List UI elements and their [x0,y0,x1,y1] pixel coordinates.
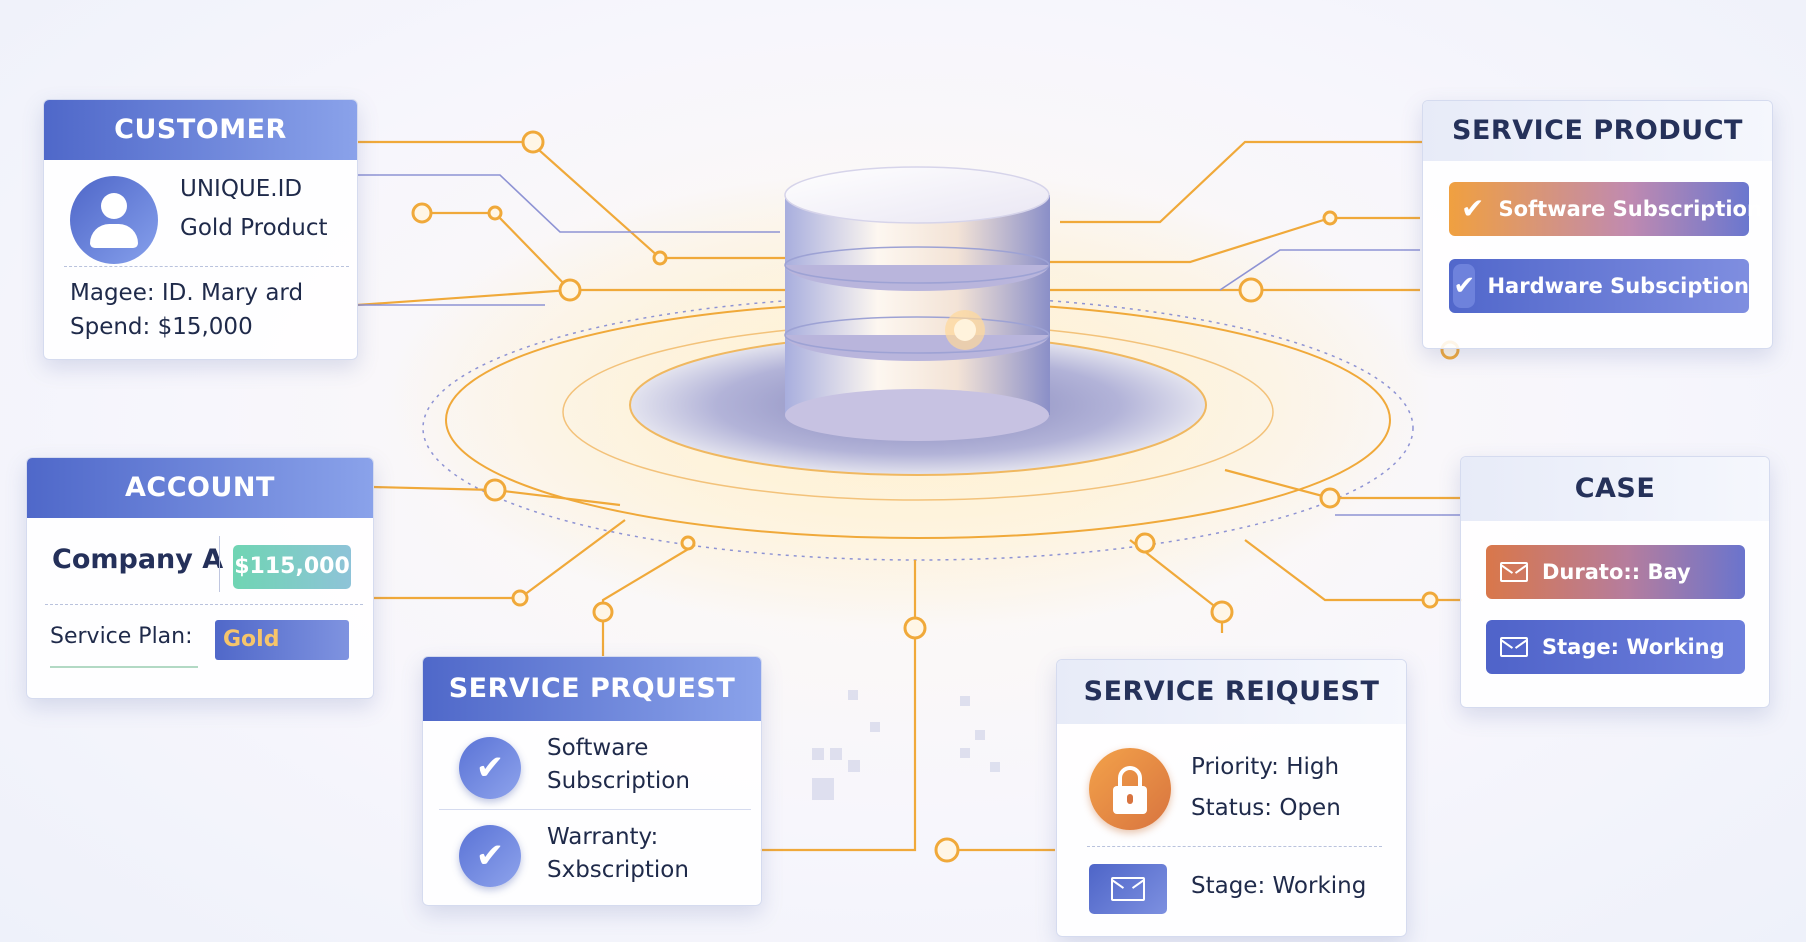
prquest-item-2-line-2: Sxbscription [547,857,689,883]
case-card[interactable]: CASE Durato:: Bay Stage: Working [1460,456,1770,708]
request-status: Status: Open [1191,795,1341,821]
hardware-subscription-label: Hardware Subsciption [1487,274,1749,298]
service-prquest-card[interactable]: SERVICE PRQUEST ✔ Software Subscription … [422,656,762,906]
service-plan-value: Gold [215,620,349,660]
account-divider [45,604,363,605]
customer-manager: Magee: ID. Mary ard [70,280,303,306]
case-title: CASE [1461,457,1769,521]
user-avatar-icon [70,176,158,264]
envelope-icon [1111,877,1145,901]
check-circle-icon: ✔ [459,825,521,887]
prquest-item-1-line-1: Software [547,735,648,761]
account-divider-vertical [219,536,220,592]
envelope-icon [1500,562,1528,582]
plan-underline [50,666,198,668]
lock-icon [1089,748,1171,830]
service-request-card[interactable]: SERVICE REIQUEST Priority: High Status: … [1056,659,1407,937]
customer-divider [64,266,349,267]
account-card[interactable]: ACCOUNT Company A $115,000 Service Plan:… [26,457,374,699]
hardware-subscription-pill[interactable]: ✔ Hardware Subsciption [1449,259,1749,313]
service-request-title: SERVICE REIQUEST [1057,660,1406,724]
customer-spend: Spend: $15,000 [70,314,253,340]
customer-product: Gold Product [180,215,328,241]
database-icon [785,167,1050,441]
customer-unique-id: UNIQUE.ID [180,176,302,202]
customer-title: CUSTOMER [44,100,357,160]
service-prquest-title: SERVICE PRQUEST [423,657,761,721]
checkbox-icon: ✔ [1453,264,1475,308]
prquest-item-1-line-2: Subscription [547,768,690,794]
customer-card[interactable]: CUSTOMER UNIQUE.ID Gold Product Magee: I… [43,99,358,360]
check-circle-icon: ✔ [459,737,521,799]
request-mail-button[interactable] [1089,864,1167,914]
envelope-icon [1500,637,1528,657]
request-priority: Priority: High [1191,754,1339,780]
amount-badge: $115,000 [233,545,351,589]
request-divider [1087,846,1382,847]
software-subscription-label: Software Subscription [1498,197,1761,221]
software-subscription-pill[interactable]: ✔ Software Subscription [1449,182,1749,236]
case-duration-pill[interactable]: Durato:: Bay [1486,545,1745,599]
service-product-title: SERVICE PRODUCT [1423,101,1772,161]
service-product-card[interactable]: SERVICE PRODUCT ✔ Software Subscription … [1422,100,1773,349]
service-plan-label: Service Plan: [50,624,193,649]
request-stage: Stage: Working [1191,873,1366,899]
prquest-item-2-line-1: Warranty: [547,824,658,850]
prquest-divider [439,809,751,810]
case-stage-pill[interactable]: Stage: Working [1486,620,1745,674]
company-name: Company A [52,544,223,575]
account-title: ACCOUNT [27,458,373,518]
case-stage-label: Stage: Working [1542,635,1725,659]
check-icon: ✔ [1461,195,1484,223]
case-duration-label: Durato:: Bay [1542,560,1691,584]
decorative-squares [812,690,1000,800]
